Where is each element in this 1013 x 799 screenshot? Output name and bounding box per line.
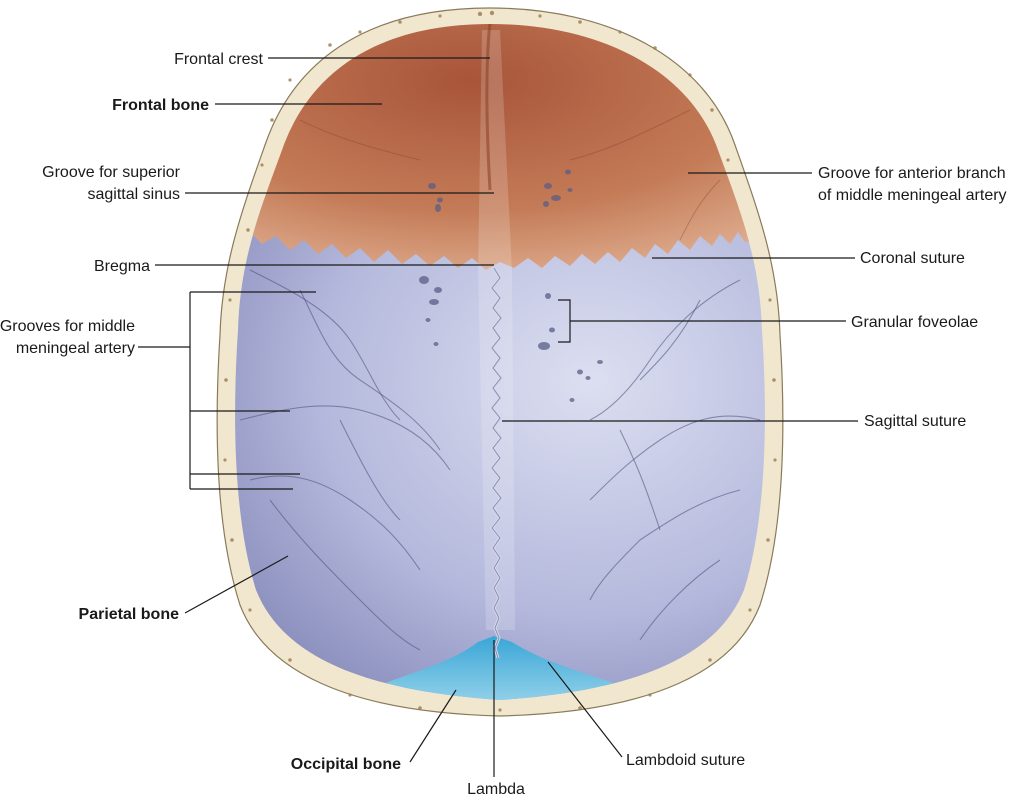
label-groove-superior-1: Groove for superior [42,164,181,181]
frontal-bone-region [235,24,765,270]
label-groove-anterior-2: of middle meningeal artery [818,187,1007,204]
label-granular-foveolae: Granular foveolae [851,314,978,331]
label-coronal-suture: Coronal suture [860,250,965,267]
label-sagittal-suture: Sagittal suture [864,413,966,430]
label-groove-superior-2: sagittal sinus [88,186,181,203]
diploe-texture [223,10,777,712]
label-groove-anterior-1: Groove for anterior branch [818,165,1006,182]
label-lambda: Lambda [467,781,525,798]
frontal-crest-ridge [485,24,492,191]
foveolae-pits [419,169,603,402]
label-frontal-crest: Frontal crest [174,51,263,68]
label-bregma: Bregma [94,258,150,275]
label-grooves-middle-1: Grooves for middle [0,318,135,335]
label-parietal-bone: Parietal bone [79,606,180,623]
leader-lines [138,57,858,777]
sagittal-groove [478,30,515,630]
label-lambdoid-suture: Lambdoid suture [626,752,745,769]
frontal-grooves [299,109,721,241]
label-occipital-bone: Occipital bone [291,756,401,773]
label-frontal-bone: Frontal bone [112,97,209,114]
label-grooves-middle-2: meningeal artery [16,340,135,357]
meningeal-grooves [239,269,761,651]
